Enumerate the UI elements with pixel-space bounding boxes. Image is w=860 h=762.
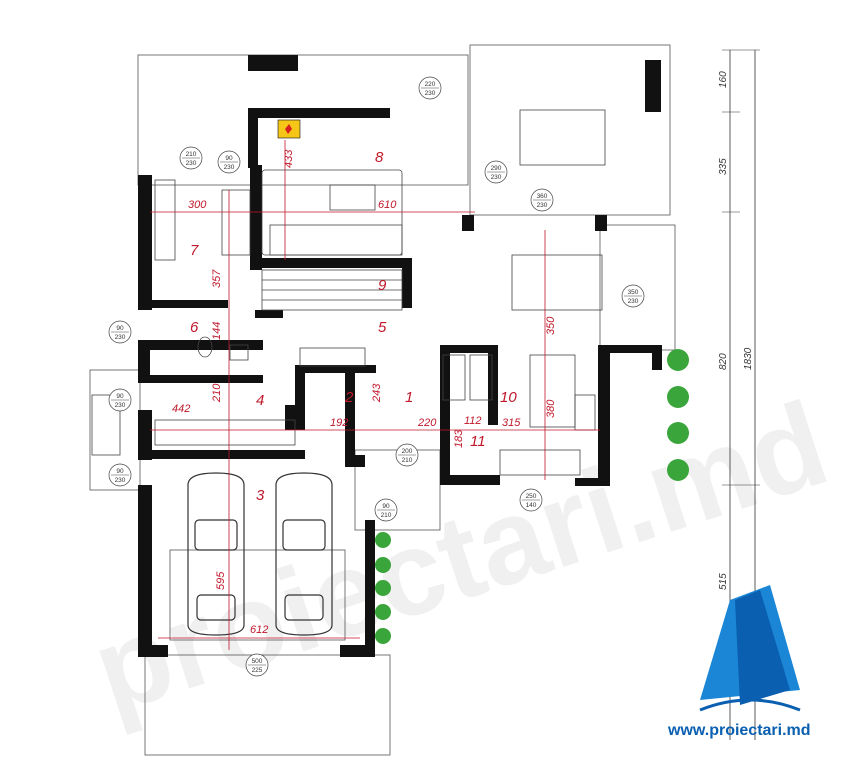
opening-width: 90 xyxy=(382,503,390,510)
car-right xyxy=(275,472,333,636)
dim-595: 595 xyxy=(215,571,227,590)
opening-height: 230 xyxy=(224,164,235,171)
opening-height: 230 xyxy=(628,298,639,305)
opening-width: 360 xyxy=(537,193,548,200)
terrace-outlines xyxy=(89,44,676,756)
opening-height: 230 xyxy=(115,334,126,341)
dim-515: 515 xyxy=(718,573,729,590)
dim-357: 357 xyxy=(211,269,223,288)
opening-width: 90 xyxy=(116,393,124,400)
opening-width: 90 xyxy=(116,468,124,475)
opening-height: 140 xyxy=(526,502,537,509)
dim-442: 442 xyxy=(172,403,190,415)
dim-610: 610 xyxy=(378,199,397,211)
dim-1830: 1830 xyxy=(743,347,754,370)
dim-192: 192 xyxy=(330,417,348,429)
room-3: 3 xyxy=(256,487,265,504)
opening-height: 230 xyxy=(537,202,548,209)
dim-612: 612 xyxy=(250,624,268,636)
room-6: 6 xyxy=(190,319,199,336)
room-2: 2 xyxy=(344,389,354,406)
opening-height: 230 xyxy=(425,90,436,97)
dim-183: 183 xyxy=(453,429,465,448)
opening-width: 290 xyxy=(491,165,502,172)
opening-height: 210 xyxy=(402,457,413,464)
opening-width: 210 xyxy=(186,151,197,158)
opening-markers: 2102309023022023029023036023035023090230… xyxy=(108,76,645,677)
room-9: 9 xyxy=(378,277,387,294)
dim-210: 210 xyxy=(211,383,223,403)
opening-width: 200 xyxy=(402,448,413,455)
dim-380: 380 xyxy=(545,399,557,418)
logo: www.proiectari.md xyxy=(667,585,811,739)
opening-width: 90 xyxy=(116,325,124,332)
walls xyxy=(138,55,662,657)
dim-433: 433 xyxy=(283,149,295,168)
inner-dimensions: 300 610 433 357 144 210 442 243 192 220 … xyxy=(172,149,557,636)
opening-width: 220 xyxy=(425,81,436,88)
dim-315: 315 xyxy=(502,417,521,429)
room-4: 4 xyxy=(256,392,264,409)
opening-width: 500 xyxy=(252,658,263,665)
furniture xyxy=(91,109,606,476)
dim-335: 335 xyxy=(718,158,729,175)
opening-height: 230 xyxy=(186,160,197,167)
dim-243: 243 xyxy=(371,383,383,403)
plants xyxy=(375,349,689,644)
dim-300: 300 xyxy=(188,199,207,211)
logo-url: www.proiectari.md xyxy=(667,722,811,739)
opening-height: 210 xyxy=(381,512,392,519)
dim-112: 112 xyxy=(464,415,482,427)
room-8: 8 xyxy=(375,149,384,166)
dim-220: 220 xyxy=(417,417,437,429)
opening-height: 225 xyxy=(252,667,263,674)
dim-820: 820 xyxy=(718,353,729,370)
outer-dimensions: 160 335 820 1830 515 xyxy=(718,71,754,590)
room-10: 10 xyxy=(500,389,517,406)
room-labels: 1 2 3 4 5 6 7 8 9 10 11 xyxy=(190,149,517,504)
room-5: 5 xyxy=(378,319,387,336)
dim-144: 144 xyxy=(211,322,223,340)
opening-width: 90 xyxy=(225,155,233,162)
room-11: 11 xyxy=(470,433,486,450)
opening-height: 230 xyxy=(115,402,126,409)
dim-160: 160 xyxy=(718,71,729,88)
dim-350: 350 xyxy=(545,316,557,335)
opening-height: 230 xyxy=(115,477,126,484)
room-1: 1 xyxy=(405,389,413,406)
car-left xyxy=(187,472,245,636)
opening-width: 250 xyxy=(526,493,537,500)
opening-width: 350 xyxy=(628,289,639,296)
room-7: 7 xyxy=(190,242,199,259)
opening-height: 230 xyxy=(491,174,502,181)
